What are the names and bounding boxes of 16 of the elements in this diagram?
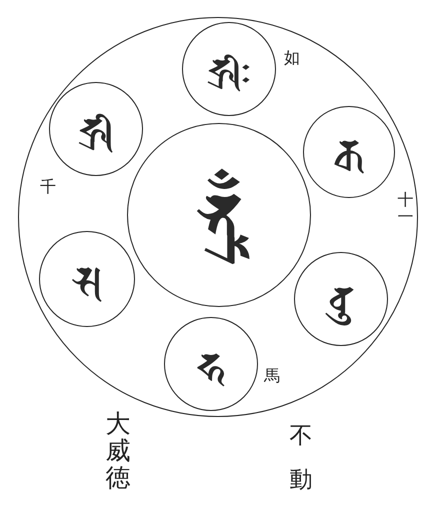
central-circle	[127, 123, 312, 308]
vertical-kanji-label: 不動	[289, 422, 313, 495]
seed-circle	[294, 252, 388, 346]
seed-syllable: 𑖎	[332, 128, 367, 183]
kanji-label: 千	[40, 178, 56, 195]
seed-syllable: 𑖭	[70, 256, 104, 310]
seed-syllable: 𑖥𑖿𑖨𑖳𑖼	[189, 148, 250, 282]
kanji-label: 馬	[264, 368, 280, 384]
seed-syllable: 𑖮	[195, 342, 228, 394]
seed-syllable: 𑖤𑖲	[324, 276, 356, 330]
seed-syllable: 𑖮𑖿𑖨𑖱𑖾	[206, 48, 252, 98]
seed-syllable: 𑖮𑖿𑖨𑖱	[78, 106, 115, 159]
vertical-kanji-label: 大威徳	[105, 410, 131, 491]
kanji-label: 如	[284, 50, 300, 66]
kanji-label: 十一	[396, 190, 414, 225]
seed-circle	[39, 231, 136, 328]
